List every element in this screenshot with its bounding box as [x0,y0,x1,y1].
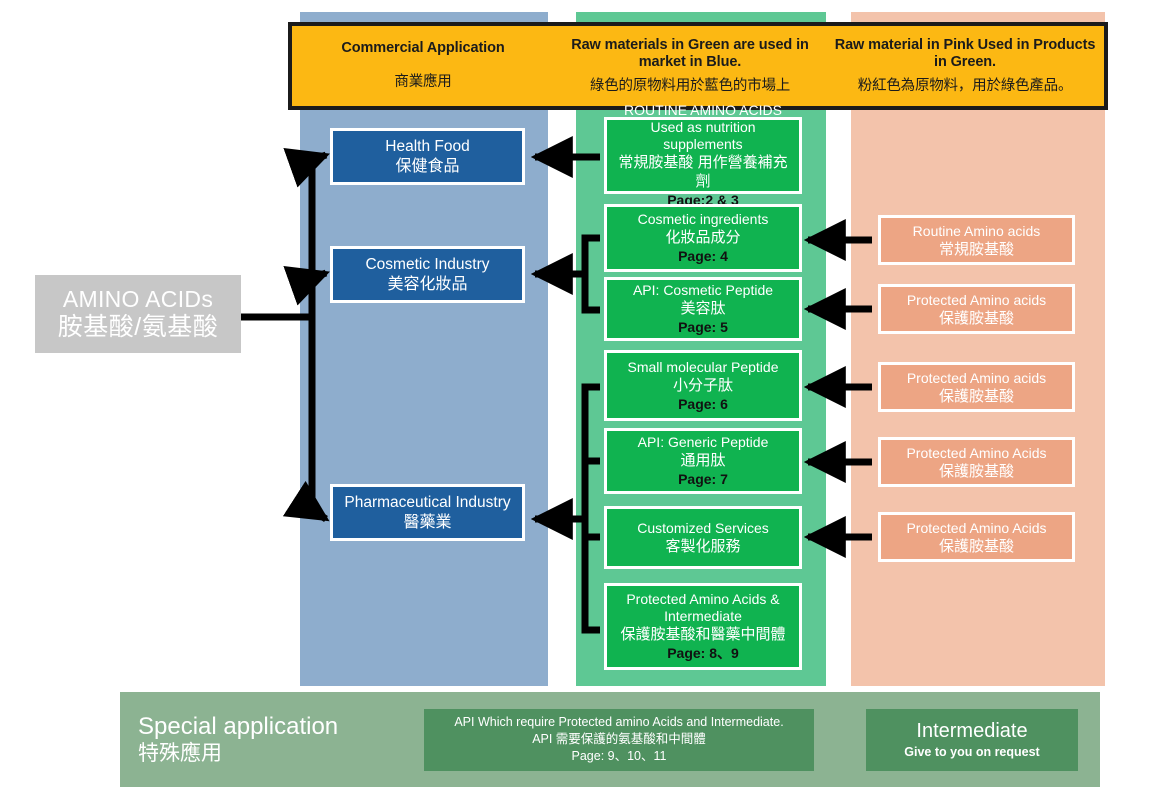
market-cosmetic-zh: 美容化妝品 [387,275,468,293]
product-1-en: Cosmetic ingredients [637,211,769,227]
market-pharma-zh: 醫藥業 [403,513,452,531]
legend-green-en: Raw materials in Green are used in marke… [571,36,809,70]
raw-material-card-routine-amino-acids[interactable]: Routine Amino acids 常規胺基酸 [878,215,1075,265]
special-api-en: API Which require Protected amino Acids … [454,715,784,729]
raw-1-en: Protected Amino acids [906,291,1047,308]
legend-pink-en: Raw material in Pink Used in Products in… [834,36,1096,70]
raw-1-zh: 保護胺基酸 [938,309,1014,327]
product-card-small-molecular-peptide[interactable]: Small molecular Peptide 小分子肽 Page: 6 [604,350,802,421]
legend-cell-commercial: Commercial Application 商業應用 [292,26,554,106]
product-6-en: Protected Amino Acids & Intermediate [626,591,780,624]
column-commercial-application [300,12,548,686]
product-card-cosmetic-ingredients[interactable]: Cosmetic ingredients 化妝品成分 Page: 4 [604,204,802,272]
raw-2-zh: 保護胺基酸 [938,387,1014,405]
special-label-en: Special application [138,712,339,740]
raw-0-en: Routine Amino acids [912,222,1041,239]
market-card-cosmetic-industry[interactable]: Cosmetic Industry 美容化妝品 [330,246,525,303]
product-card-protected-amino-acids-intermediate[interactable]: Protected Amino Acids & Intermediate 保護胺… [604,583,802,670]
product-2-zh: 美容肽 [680,300,726,317]
raw-4-zh: 保護胺基酸 [938,537,1014,555]
special-application-label: Special application 特殊應用 [138,713,418,767]
special-label-zh: 特殊應用 [138,741,222,765]
legend-pink-zh: 粉紅色為原物料，用於綠色產品。 [857,77,1073,94]
product-1-zh: 化妝品成分 [665,229,741,246]
raw-material-card-protected-amino-acids-3[interactable]: Protected Amino Acids 保護胺基酸 [878,437,1075,487]
special-api-page: Page: 9、10、11 [571,749,667,763]
product-2-en: API: Cosmetic Peptide [632,282,774,298]
raw-3-en: Protected Amino Acids [906,444,1047,461]
special-api-box[interactable]: API Which require Protected amino Acids … [424,708,814,771]
product-5-zh: 客製化服務 [665,537,741,555]
product-2-page: Page: 5 [678,319,728,335]
product-card-api-generic-peptide[interactable]: API: Generic Peptide 通用肽 Page: 7 [604,428,802,494]
special-application-bar: Special application 特殊應用 API Which requi… [120,692,1100,787]
legend-cell-green: Raw materials in Green are used in marke… [554,26,826,106]
market-pharma-en: Pharmaceutical Industry [344,493,511,511]
raw-0-zh: 常規胺基酸 [938,240,1014,258]
product-5-en: Customized Services [637,519,769,536]
product-4-en: API: Generic Peptide [637,434,769,450]
product-card-api-cosmetic-peptide[interactable]: API: Cosmetic Peptide 美容肽 Page: 5 [604,277,802,341]
product-0-en: ROUTINE AMINO ACIDS Used as nutrition su… [624,102,782,152]
column-raw-materials-pink [851,12,1105,686]
source-node-amino-acids: AMINO ACIDs 胺基酸/氨基酸 [35,275,241,353]
product-1-page: Page: 4 [678,248,728,264]
product-6-page: Page: 8、9 [667,645,739,661]
intermediate-subtitle: Give to you on request [904,744,1040,759]
product-4-zh: 通用肽 [680,452,726,469]
legend-banner: Commercial Application 商業應用 Raw material… [288,22,1108,110]
product-3-en: Small molecular Peptide [627,358,779,375]
product-card-customized-services[interactable]: Customized Services 客製化服務 [604,506,802,569]
intermediate-title: Intermediate [916,719,1028,742]
product-4-page: Page: 7 [678,471,728,487]
product-0-zh: 常規胺基酸 用作營養補充劑 [618,154,788,190]
special-api-zh: API 需要保護的氨基酸和中間體 [532,732,706,746]
source-label-zh: 胺基酸/氨基酸 [57,313,219,341]
raw-2-en: Protected Amino acids [906,369,1047,386]
legend-cell-pink: Raw material in Pink Used in Products in… [826,26,1104,106]
market-health-food-en: Health Food [385,137,470,155]
intermediate-box[interactable]: Intermediate Give to you on request [866,708,1078,771]
product-3-page: Page: 6 [678,395,728,412]
raw-material-card-protected-amino-acids-4[interactable]: Protected Amino Acids 保護胺基酸 [878,512,1075,562]
product-card-routine-amino-acids[interactable]: ROUTINE AMINO ACIDS Used as nutrition su… [604,102,802,208]
market-health-food-zh: 保健食品 [395,157,460,175]
raw-material-card-protected-amino-acids-1[interactable]: Protected Amino acids 保護胺基酸 [878,284,1075,334]
legend-green-zh: 綠色的原物料用於藍色的市場上 [589,77,791,94]
raw-material-card-protected-amino-acids-2[interactable]: Protected Amino acids 保護胺基酸 [878,362,1075,412]
product-6-zh: 保護胺基酸和醫藥中間體 [620,626,786,643]
raw-4-en: Protected Amino Acids [906,519,1047,536]
source-label-en: AMINO ACIDs [62,286,214,312]
raw-3-zh: 保護胺基酸 [938,462,1014,480]
market-card-health-food[interactable]: Health Food 保健食品 [330,128,525,185]
legend-commercial-zh: 商業應用 [394,74,452,90]
market-cosmetic-en: Cosmetic Industry [365,255,490,273]
product-3-zh: 小分子肽 [672,376,733,394]
legend-commercial-en: Commercial Application [341,40,505,56]
market-card-pharmaceutical-industry[interactable]: Pharmaceutical Industry 醫藥業 [330,484,525,541]
